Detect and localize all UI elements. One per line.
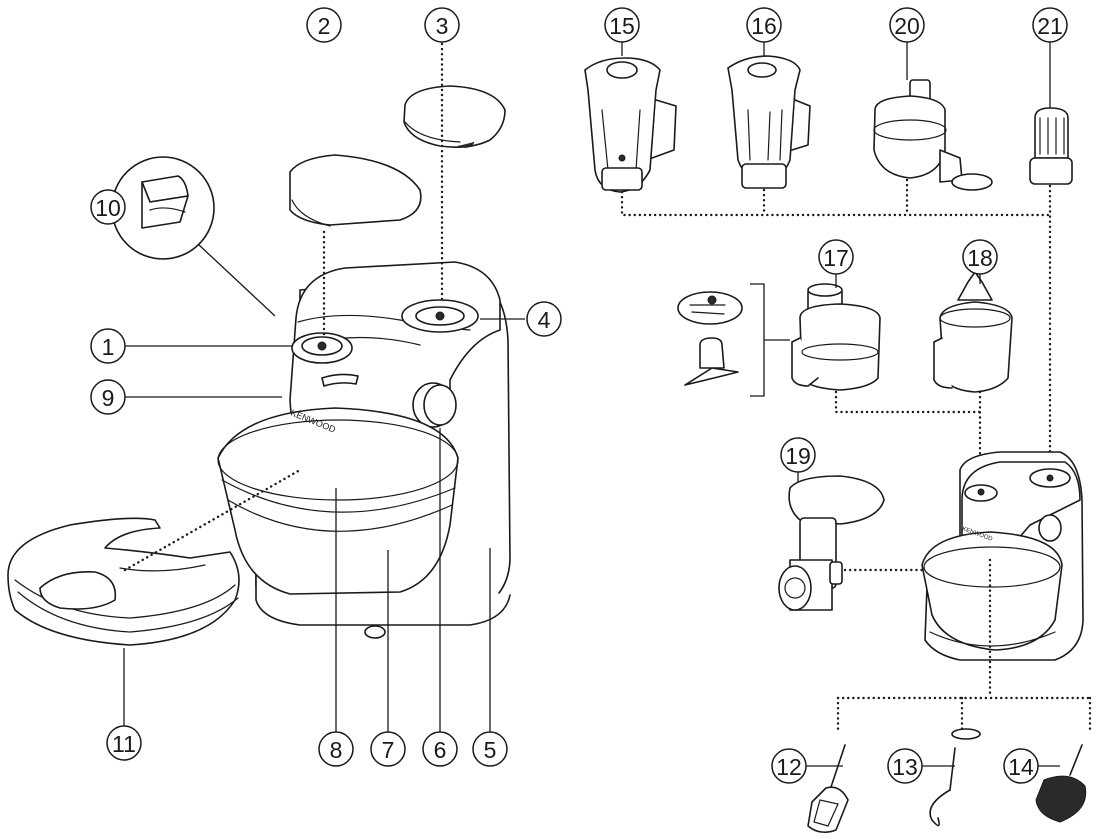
svg-text:6: 6: [434, 737, 447, 763]
svg-text:15: 15: [609, 13, 635, 39]
balloon-whisk: [1035, 744, 1087, 823]
svg-text:8: 8: [330, 737, 343, 763]
svg-text:17: 17: [823, 245, 849, 271]
svg-text:20: 20: [894, 13, 920, 39]
spiralizer-attachment: [873, 79, 993, 191]
guide-splash-guard: [123, 468, 302, 572]
chopping-blade: [684, 337, 739, 386]
svg-text:21: 21: [1037, 13, 1063, 39]
svg-text:19: 19: [785, 443, 811, 469]
connector-line-middle: [834, 390, 982, 472]
callout-19: 19: [780, 437, 816, 473]
callout-15: 15: [604, 7, 640, 43]
callout-4: 4: [526, 301, 562, 337]
callout-2: 2: [306, 7, 342, 43]
svg-text:7: 7: [382, 737, 395, 763]
thermo-resist-blender: [727, 55, 811, 189]
svg-text:2: 2: [318, 13, 331, 39]
svg-text:16: 16: [751, 13, 777, 39]
callout-5: 5: [472, 731, 508, 767]
callout-17: 17: [818, 239, 854, 275]
svg-text:14: 14: [1008, 754, 1034, 780]
outlet-cover-slow-speed: [403, 85, 506, 148]
callout-3: 3: [424, 7, 460, 43]
dough-hook: [929, 728, 981, 827]
glass-blender: [584, 57, 677, 193]
callout-20: 20: [889, 7, 925, 43]
callout-16: 16: [746, 7, 782, 43]
callout-10: 10: [90, 189, 126, 225]
citrus-juicer: [933, 271, 1013, 393]
callout-11: 11: [106, 725, 142, 761]
callout-13: 13: [887, 748, 923, 784]
detail-magnifier: [111, 156, 276, 317]
callout-14: 14: [1003, 748, 1039, 784]
svg-text:18: 18: [967, 245, 993, 271]
mixing-bowl: [217, 407, 459, 595]
splash-guard: [7, 517, 240, 646]
svg-text:9: 9: [102, 385, 115, 411]
svg-text:10: 10: [95, 195, 121, 221]
svg-text:12: 12: [776, 754, 802, 780]
svg-text:4: 4: [538, 307, 551, 333]
callout-8: 8: [318, 731, 354, 767]
callout-6: 6: [422, 731, 458, 767]
multi-mill: [1029, 107, 1073, 185]
callout-12: 12: [771, 748, 807, 784]
main-stand-mixer: KENWOOD: [7, 261, 511, 646]
callout-9: 9: [90, 379, 126, 415]
small-stand-mixer: KENWOOD: [921, 451, 1084, 661]
bracket: [750, 283, 790, 397]
slicing-disc: [677, 291, 743, 325]
svg-text:5: 5: [484, 737, 497, 763]
food-processor: [791, 283, 881, 391]
svg-text:3: 3: [436, 13, 449, 39]
k-beater: [807, 744, 849, 834]
svg-text:11: 11: [112, 731, 136, 757]
mixer-foot: [364, 625, 386, 639]
meat-grinder: [778, 475, 885, 611]
outlet-cover-high-speed: [289, 154, 422, 227]
svg-text:13: 13: [892, 754, 918, 780]
svg-text:1: 1: [102, 334, 115, 360]
callout-18: 18: [962, 239, 998, 275]
callout-1: 1: [90, 328, 126, 364]
callout-7: 7: [370, 731, 406, 767]
connector-line-bottom: [836, 558, 1092, 732]
callout-21: 21: [1032, 7, 1068, 43]
